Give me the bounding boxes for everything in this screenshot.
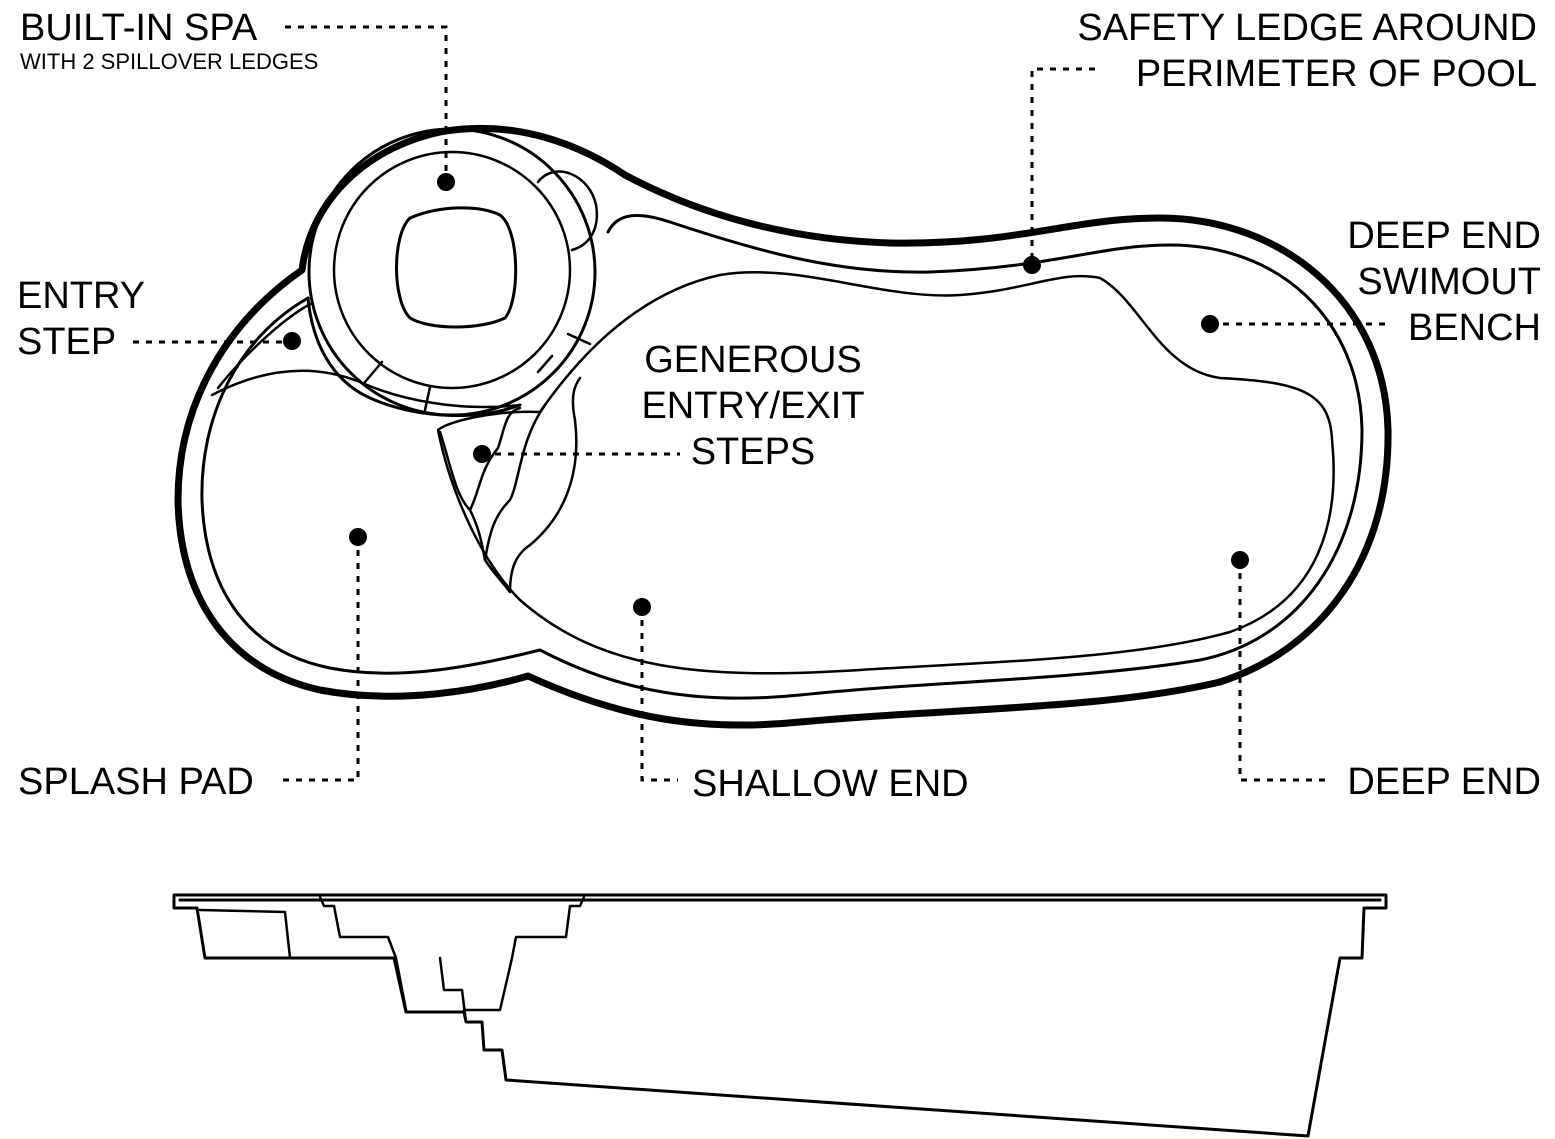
marker-built-in-spa: [437, 173, 455, 191]
marker-dots: [283, 173, 1249, 616]
label-deep-end: DEEP END: [1347, 761, 1541, 803]
spa-seat-divider: [423, 385, 432, 412]
marker-splash-pad: [349, 528, 367, 546]
marker-shallow-end: [633, 598, 651, 616]
label-swimout-bench-3: BENCH: [1408, 307, 1541, 349]
profile-spa-steps: [318, 895, 408, 1012]
entry-exit-step-1: [438, 406, 522, 512]
spa-outer-ring: [307, 127, 597, 417]
leader-built-in-spa: [285, 25, 448, 180]
safety-ledge-outline: [200, 213, 1364, 700]
entry-exit-step-3: [483, 376, 582, 594]
label-entry-exit-1: GENEROUS: [644, 339, 861, 381]
pool-profile-outline: [172, 893, 1388, 1138]
leader-shallow-end: [640, 607, 678, 782]
label-safety-ledge-1: SAFETY LEDGE AROUND: [1077, 7, 1537, 49]
pool-floor-outline: [436, 271, 1335, 675]
label-built-in-spa-sub: WITH 2 SPILLOVER LEDGES: [20, 49, 318, 74]
label-swimout-bench-2: SWIMOUT: [1357, 261, 1541, 303]
label-safety-ledge-2: PERIMETER OF POOL: [1136, 53, 1537, 95]
label-shallow-end: SHALLOW END: [692, 763, 969, 805]
profile-splash-pad: [198, 908, 292, 960]
leader-safety-ledge: [1030, 67, 1095, 265]
pool-top-view: [174, 125, 1392, 729]
marker-swimout-bench: [1201, 315, 1219, 333]
spa-seat-divider: [363, 360, 384, 384]
leader-lines: [133, 25, 1392, 782]
pool-side-profile: [172, 893, 1388, 1138]
splash-pad-floor: [210, 369, 522, 409]
label-splash-pad: SPLASH PAD: [18, 761, 254, 803]
marker-entry-step: [283, 332, 301, 350]
label-entry-step-1: ENTRY: [17, 275, 145, 317]
label-swimout-bench-1: DEEP END: [1347, 215, 1541, 257]
label-entry-exit-3: STEPS: [691, 431, 816, 473]
marker-safety-ledge: [1023, 256, 1041, 274]
spa-footwell: [395, 206, 518, 329]
spa-seat-divider: [536, 354, 554, 374]
leader-splash-pad: [278, 537, 360, 782]
pool-outer-coping: [174, 125, 1392, 729]
marker-deep-end: [1231, 551, 1249, 569]
entry-exit-step-2: [468, 403, 547, 562]
label-built-in-spa: BUILT-IN SPA: [20, 7, 258, 49]
label-entry-exit-2: ENTRY/EXIT: [641, 385, 864, 427]
spa-inner-ring: [332, 150, 572, 390]
marker-entry-exit-steps: [473, 445, 491, 463]
profile-spa-right-wall: [462, 895, 586, 1012]
entry-step-outline: [216, 301, 314, 390]
label-entry-step-2: STEP: [17, 321, 116, 363]
spa-spillover-ledge: [536, 170, 599, 252]
labels: BUILT-IN SPA WITH 2 SPILLOVER LEDGES SAF…: [17, 7, 1541, 805]
profile-entry-steps: [438, 956, 468, 1024]
spa-seat-divider: [566, 332, 592, 346]
